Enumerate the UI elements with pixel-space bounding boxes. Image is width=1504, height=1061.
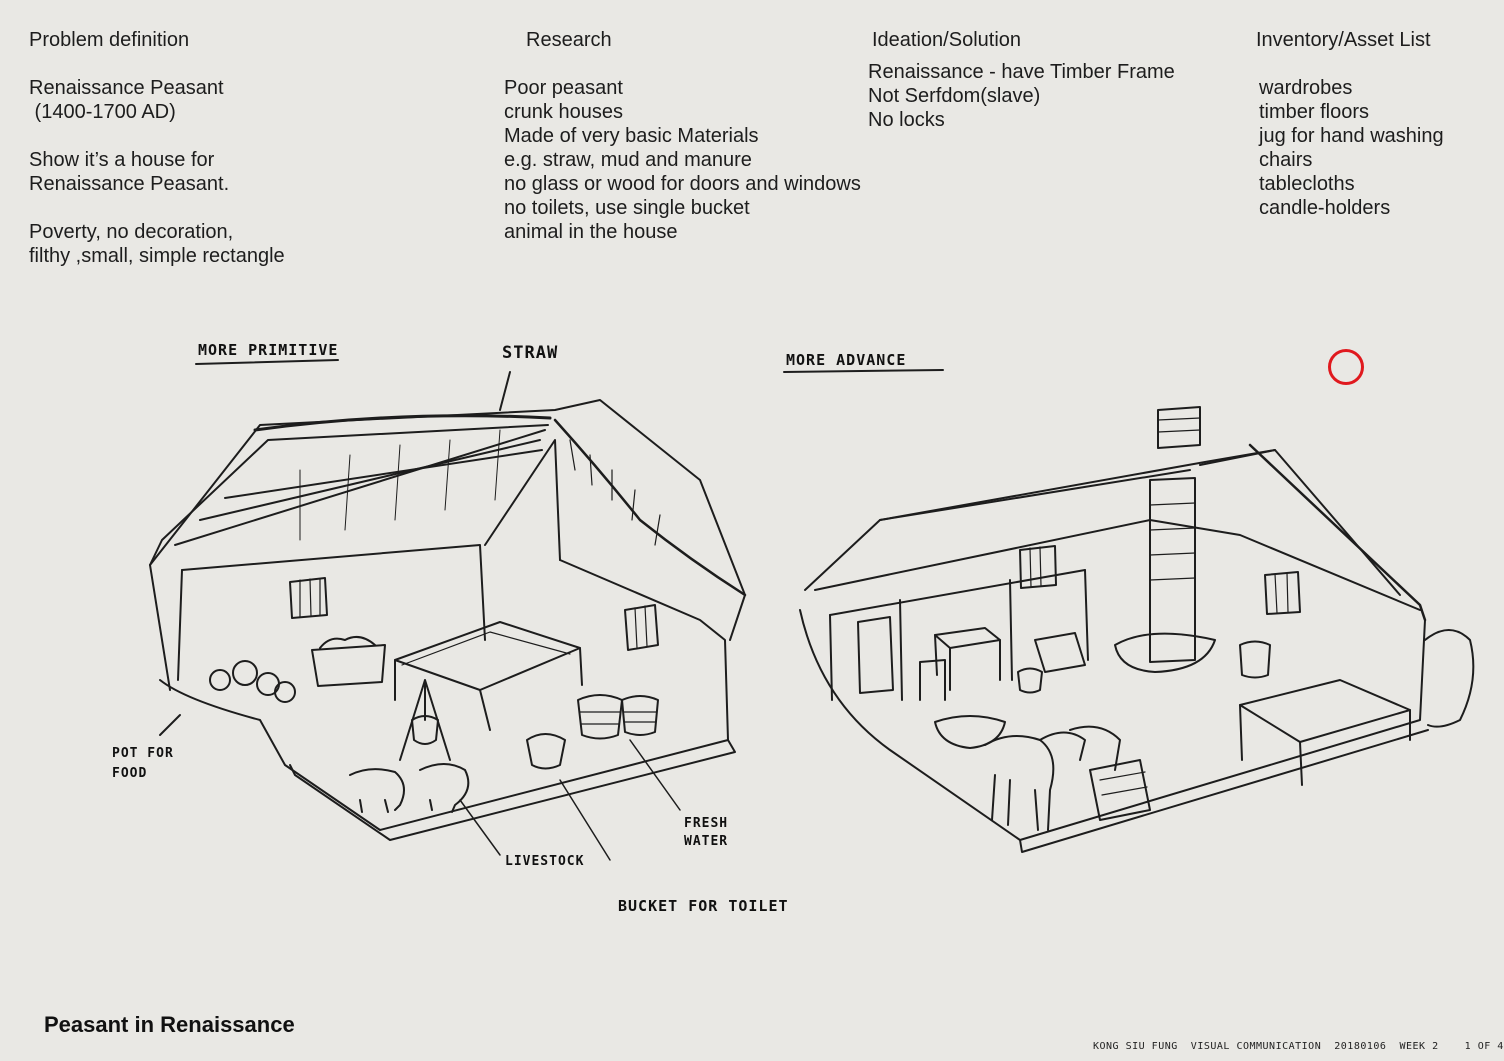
- problem-line: Renaissance Peasant: [29, 77, 224, 99]
- label-underlines: [195, 359, 944, 411]
- problem-line: (1400-1700 AD): [29, 101, 176, 123]
- fresh-water-label: FRESH WATER: [684, 816, 729, 849]
- ideation-line: Not Serfdom(slave): [868, 85, 1041, 107]
- inventory-line: candle-holders: [1259, 197, 1391, 219]
- research-line: no toilets, use single bucket: [504, 197, 750, 219]
- inventory-line: chairs: [1259, 149, 1313, 171]
- research-line: crunk houses: [504, 101, 623, 123]
- problem-definition-heading: Problem definition: [29, 29, 190, 51]
- more-advance-label: MORE ADVANCE: [786, 351, 907, 369]
- inventory-column: Inventory/Asset List wardrobes timber fl…: [1256, 28, 1444, 220]
- advanced-house-sketch: [799, 406, 1475, 853]
- research-line: animal in the house: [504, 221, 678, 243]
- inventory-heading: Inventory/Asset List: [1256, 29, 1431, 51]
- problem-line: Poverty, no decoration,: [29, 221, 234, 243]
- bucket-for-toilet-label: BUCKET FOR TOILET: [618, 897, 789, 915]
- problem-definition-column: Problem definition Renaissance Peasant (…: [29, 28, 285, 268]
- research-line: Made of very basic Materials: [504, 125, 759, 147]
- problem-line: Show it’s a house for: [29, 149, 215, 171]
- pot-for-food-label: POT FOR FOOD: [112, 746, 174, 781]
- livestock-label: LIVESTOCK: [505, 854, 585, 869]
- inventory-line: tablecloths: [1259, 173, 1355, 195]
- research-line: e.g. straw, mud and manure: [504, 149, 752, 171]
- problem-line: filthy ,small, simple rectangle: [29, 245, 285, 267]
- ideation-column: Ideation/Solution Renaissance - have Tim…: [868, 28, 1175, 132]
- inventory-line: timber floors: [1259, 101, 1370, 123]
- inventory-line: jug for hand washing: [1259, 125, 1444, 147]
- research-line: Poor peasant: [504, 77, 623, 99]
- footer-credit: KONG SIU FUNG VISUAL COMMUNICATION 20180…: [1093, 1041, 1504, 1052]
- ideation-line: No locks: [868, 109, 945, 131]
- ideation-line: Renaissance - have Timber Frame: [868, 61, 1175, 83]
- primitive-house-sketch: [149, 399, 747, 861]
- inventory-line: wardrobes: [1259, 77, 1353, 99]
- red-circle-marker: [1328, 349, 1364, 385]
- research-line: no glass or wood for doors and windows: [504, 173, 861, 195]
- straw-label: STRAW: [502, 343, 559, 363]
- problem-line: Renaissance Peasant.: [29, 173, 230, 195]
- ideation-heading: Ideation/Solution: [872, 29, 1022, 51]
- more-primitive-label: MORE PRIMITIVE: [198, 341, 339, 359]
- research-heading: Research: [526, 29, 612, 51]
- research-column: Research Poor peasant crunk houses Made …: [504, 28, 861, 244]
- page-title: Peasant in Renaissance: [44, 1012, 295, 1037]
